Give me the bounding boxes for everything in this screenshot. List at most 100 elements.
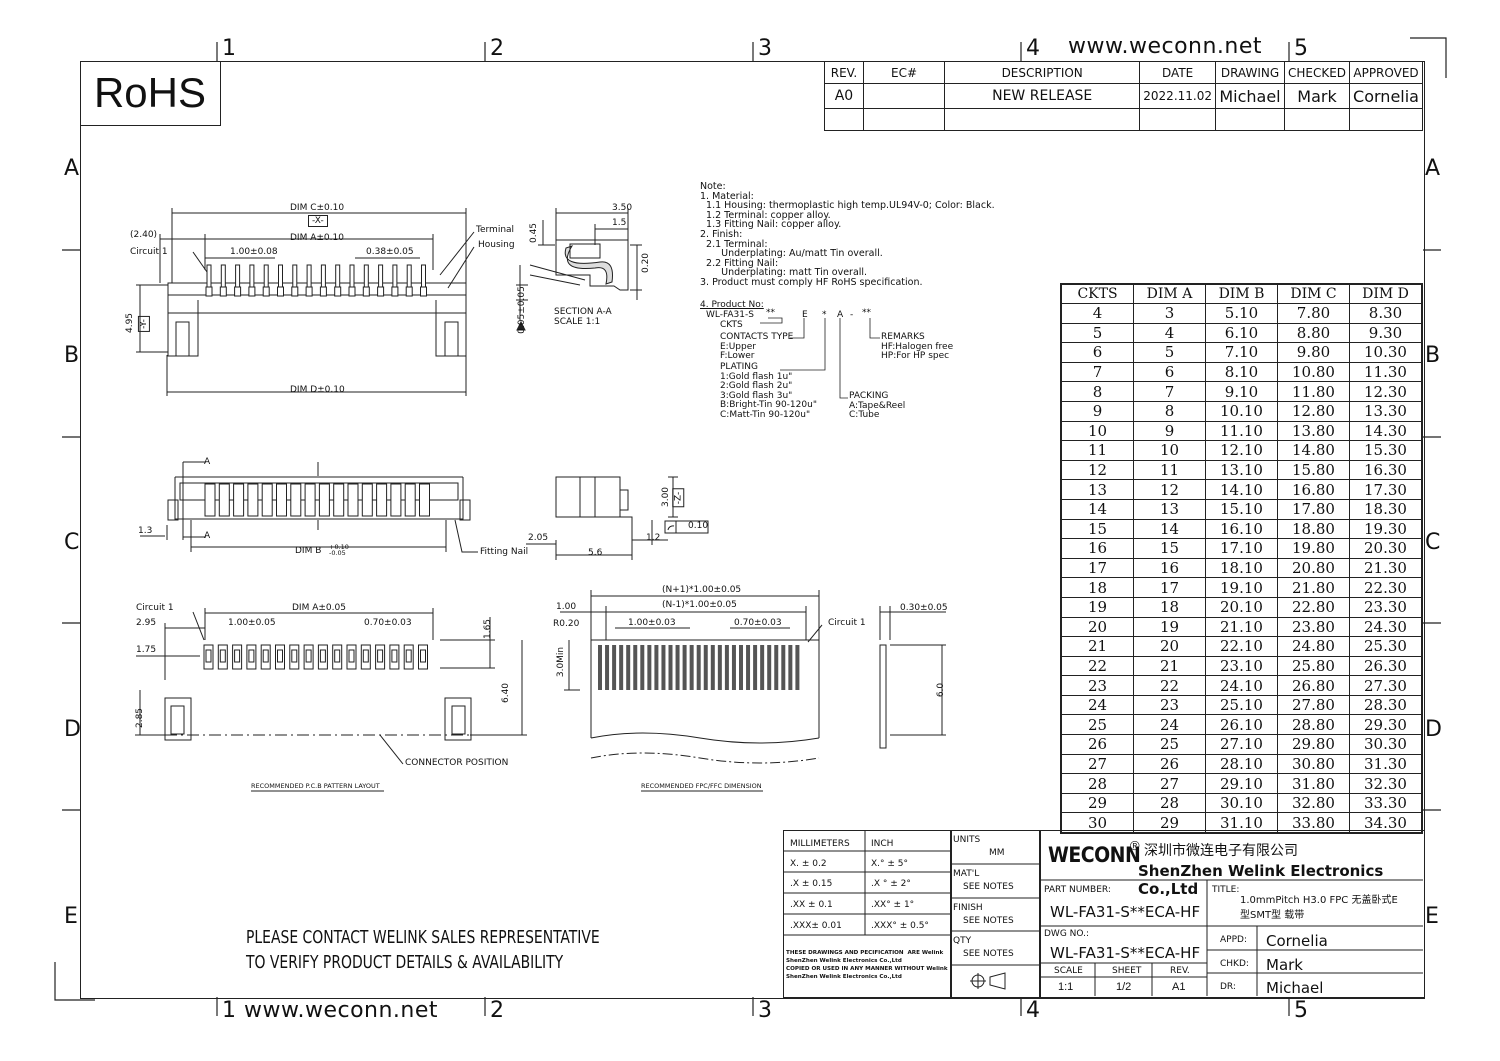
top-pin: [206, 264, 212, 290]
zone-row-d-right: D: [1425, 717, 1442, 742]
fpc-trace: [598, 645, 602, 690]
zone-row-d: D: [64, 717, 81, 742]
product-no-plating: PLATING 1:Gold flash 1u" 2:Gold flash 2u…: [720, 362, 817, 420]
dim-table-cell: 28.10: [1205, 753, 1278, 775]
dim-table-cell: 25.10: [1205, 694, 1278, 716]
dwg-no-value: WL-FA31-S**ECA-HF: [1050, 944, 1201, 962]
product-no-ckts: CKTS: [720, 320, 743, 330]
scale-label: SCALE: [1054, 966, 1083, 976]
dim-table-cell: 31.10: [1205, 812, 1278, 834]
fpc-trace: [633, 645, 638, 690]
top-pin-foot: [377, 286, 385, 297]
mm-header: MILLIMETERS: [790, 839, 850, 849]
finish-label: FINISH: [953, 903, 983, 913]
checked-cell: Mark: [1283, 83, 1351, 109]
zone-col-1-bottom: 1: [222, 998, 236, 1023]
top-pin-foot: [234, 286, 242, 297]
dim-table-cell: 23.10: [1205, 655, 1278, 677]
dim-table-cell: 5.10: [1205, 303, 1278, 324]
fpc-100-label: 1.00: [556, 602, 577, 612]
dim-table-cell: 11.30: [1349, 361, 1423, 383]
dim-c-label: DIM C±0.10: [290, 203, 345, 213]
contact-line-1: PLEASE CONTACT WELINK SALES REPRESENTATI…: [246, 927, 600, 948]
dim-table-cell: 26.30: [1349, 655, 1423, 677]
description-empty: [944, 108, 1141, 131]
dim-12-label: 1.2: [646, 533, 661, 543]
contact-line-2: TO VERIFY PRODUCT DETAILS & AVAILABILITY: [246, 952, 564, 973]
zone-col-5-bottom: 5: [1294, 998, 1308, 1023]
front-pin: [218, 483, 230, 517]
pcb-layout-title: RECOMMENDED P.C.B PATTERN LAYOUT: [251, 782, 380, 790]
dim-table-cell: 12.80: [1277, 400, 1350, 422]
dr-value: Michael: [1266, 979, 1324, 997]
top-pin: [249, 264, 255, 290]
front-pin: [419, 483, 430, 517]
fpc-trace: [724, 645, 729, 690]
fpc-dimension-view: [560, 590, 823, 792]
dim-table-cell: 26.10: [1205, 714, 1278, 736]
units-label: UNITS: [953, 835, 981, 845]
dim-table-cell: 25.30: [1349, 636, 1423, 657]
fpc-trace: [767, 645, 772, 690]
pcb-pad-inner: [205, 649, 212, 663]
zone-row-a-right: A: [1425, 156, 1441, 181]
pcb-pads: [203, 644, 428, 670]
rev-label: REV.: [1170, 966, 1190, 976]
dim-table-cell: 24.30: [1349, 616, 1423, 638]
zone-row-b: B: [64, 343, 80, 368]
part-number-value: WL-FA31-S**ECA-HF: [1050, 903, 1201, 921]
pcb-640-label: 6.40: [501, 682, 512, 704]
product-no-contacts-type: CONTACTS TYPE E:Upper F:Lower: [720, 332, 794, 362]
pin-width-label: 0.38±0.05: [366, 247, 414, 257]
pcb-pad-inner: [277, 649, 283, 663]
top-pin-foot: [277, 286, 284, 297]
dim-table-cell: 15.10: [1205, 498, 1278, 520]
material-notes: Note: 1. Material: 1.1 Housing: thermopl…: [700, 181, 995, 288]
revision-table: REV. EC# DESCRIPTION DATE DRAWING CHECKE…: [824, 61, 1423, 131]
pcb-pad-inner: [262, 649, 269, 663]
fpc-trace: [689, 645, 694, 690]
dim-table-cell: 8.10: [1205, 361, 1278, 383]
front-pin: [304, 483, 316, 517]
approved-cell: Cornelia: [1349, 83, 1423, 109]
dim-table-cell: 18.30: [1349, 498, 1423, 520]
pcb-pad-inner: [348, 649, 355, 663]
zone-row-e: E: [64, 904, 78, 929]
dim-table-cell: 20: [1133, 636, 1206, 657]
front-view-pins: [204, 483, 430, 517]
top-pin: [278, 264, 283, 290]
top-pin: [320, 264, 326, 290]
fpc-trace: [668, 645, 673, 690]
top-pin: [335, 264, 341, 290]
dim-table-cell: 8.80: [1277, 322, 1350, 344]
tol-inch-4: .XXX° ± 0.5°: [871, 921, 929, 931]
finish-value: SEE NOTES: [963, 916, 1014, 926]
front-view: [140, 461, 478, 553]
pcb-circuit-1-label: Circuit 1: [136, 603, 174, 613]
zone-col-4: 4: [1026, 36, 1040, 61]
product-no-stars: **: [766, 308, 775, 318]
circuit-1-label: Circuit 1: [130, 247, 168, 257]
dim-table-cell: 18.10: [1205, 557, 1278, 579]
dim-table-cell: 32.80: [1277, 792, 1350, 814]
dim-table-cell: 22.10: [1205, 636, 1278, 657]
dim-table-cell: 29.30: [1349, 714, 1423, 736]
tol-mm-1: X. ± 0.2: [790, 859, 827, 869]
fpc-n-plus-1-label: (N+1)*1.00±0.05: [662, 585, 742, 595]
fpc-trace: [640, 645, 645, 690]
pcb-pad-inner: [391, 649, 398, 663]
top-pin-foot: [291, 286, 299, 297]
fpc-070-label: 0.70±0.03: [734, 618, 782, 628]
tol-mm-4: .XXX± 0.01: [790, 921, 842, 931]
dim-045-label: 0.45: [529, 222, 540, 244]
fpc-side-view: [879, 606, 946, 749]
